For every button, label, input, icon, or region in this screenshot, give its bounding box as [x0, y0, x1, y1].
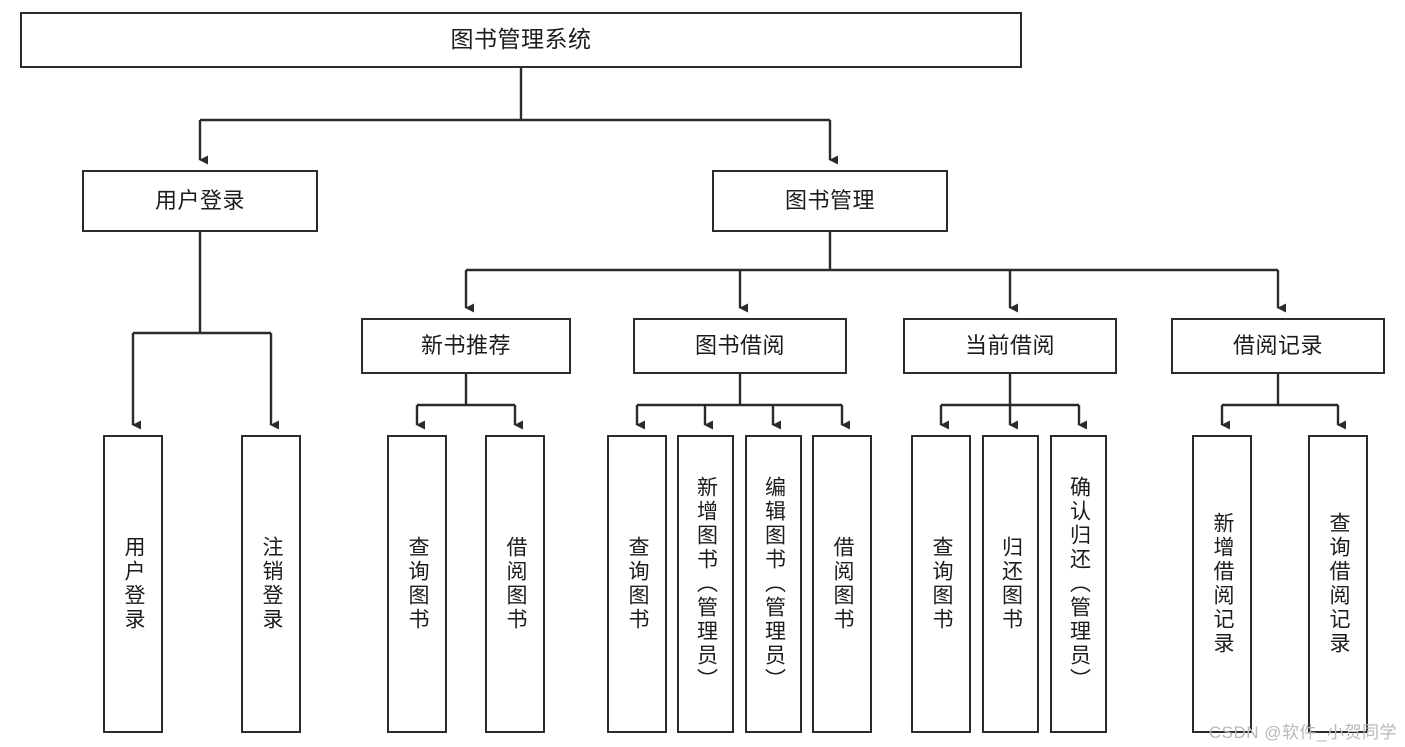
node-leaf-user-login[interactable]: 用户登录: [103, 435, 163, 733]
node-leaf-return-book[interactable]: 归还图书: [982, 435, 1039, 733]
node-label: 借阅记录: [1232, 332, 1323, 358]
node-leaf-add-borrow-record[interactable]: 新增借阅记录: [1192, 435, 1252, 733]
node-leaf-logout-login[interactable]: 注销登录: [241, 435, 301, 733]
node-borrow-record[interactable]: 借阅记录: [1171, 318, 1385, 374]
node-leaf-borrow-book-recommend[interactable]: 借阅图书: [485, 435, 545, 733]
node-leaf-add-book[interactable]: 新增图书（管理员）: [677, 435, 734, 733]
node-label: 图书管理系统: [450, 26, 592, 53]
node-label: 新增图书（管理员）: [694, 476, 718, 692]
node-label: 新书推荐: [420, 332, 511, 358]
node-leaf-query-book-recommend[interactable]: 查询图书: [387, 435, 447, 733]
node-label: 当前借阅: [964, 332, 1055, 358]
node-label: 归还图书: [999, 536, 1023, 632]
node-label: 用户登录: [154, 187, 245, 213]
node-label: 注销登录: [260, 536, 284, 632]
node-root-book-management-system[interactable]: 图书管理系统: [20, 12, 1022, 68]
node-new-book-recommend[interactable]: 新书推荐: [361, 318, 571, 374]
watermark-text: CSDN @软件_小贺同学: [1208, 723, 1397, 742]
node-current-borrow[interactable]: 当前借阅: [903, 318, 1117, 374]
node-label: 查询图书: [626, 536, 650, 632]
node-book-borrow[interactable]: 图书借阅: [633, 318, 847, 374]
node-leaf-query-book-borrow[interactable]: 查询图书: [607, 435, 667, 733]
node-label: 新增借阅记录: [1211, 512, 1235, 656]
node-user-login[interactable]: 用户登录: [82, 170, 318, 232]
node-label: 借阅图书: [831, 536, 855, 632]
node-leaf-edit-book[interactable]: 编辑图书（管理员）: [745, 435, 802, 733]
node-label: 查询图书: [930, 536, 954, 632]
node-label: 查询图书: [406, 536, 430, 632]
node-label: 查询借阅记录: [1327, 512, 1351, 656]
node-label: 借阅图书: [504, 536, 528, 632]
node-label: 确认归还（管理员）: [1067, 476, 1091, 692]
node-label: 图书借阅: [694, 332, 785, 358]
node-leaf-borrow-book[interactable]: 借阅图书: [812, 435, 872, 733]
node-label: 图书管理: [784, 187, 875, 213]
node-leaf-query-borrow-record[interactable]: 查询借阅记录: [1308, 435, 1368, 733]
node-leaf-query-book-current[interactable]: 查询图书: [911, 435, 971, 733]
node-label: 编辑图书（管理员）: [762, 476, 786, 692]
node-leaf-confirm-return[interactable]: 确认归还（管理员）: [1050, 435, 1107, 733]
node-label: 用户登录: [122, 536, 146, 632]
node-book-manage[interactable]: 图书管理: [712, 170, 948, 232]
